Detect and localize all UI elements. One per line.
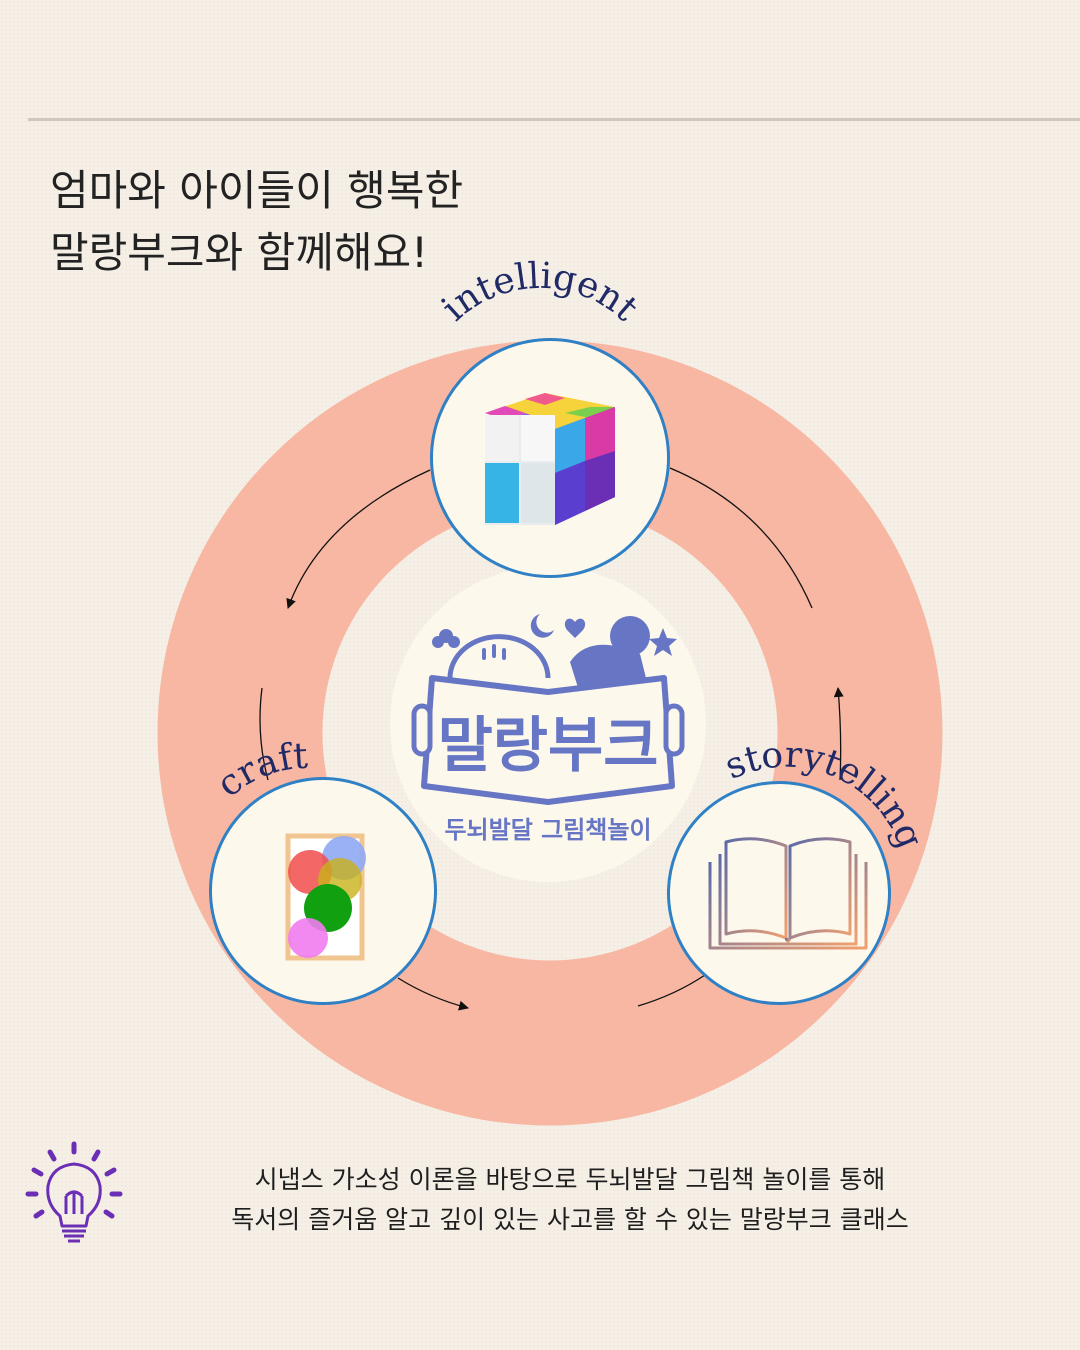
page-title: 엄마와 아이들이 행복한 말랑부크와 함께해요! (50, 160, 463, 284)
logo-subtitle: 두뇌발달 그림책놀이 (444, 816, 651, 844)
top-divider (28, 118, 1080, 121)
arrow-segment-top-right (669, 467, 813, 609)
rubik-cube-icon (485, 393, 615, 525)
arrow-right-upward (833, 687, 844, 781)
arrow-left-to-bottom (397, 977, 469, 1011)
craft-node (209, 777, 437, 1005)
label-intelligent: intelligent (434, 256, 646, 330)
color-circles-frame-icon (285, 833, 366, 961)
title-line-1: 엄마와 아이들이 행복한 (50, 166, 464, 215)
title-line-2: 말랑부크와 함께해요! (50, 228, 428, 277)
intelligent-node (430, 338, 670, 578)
lightbulb-icon (25, 1141, 123, 1243)
footer-description: 시냅스 가소성 이론을 바탕으로 두뇌발달 그림책 놀이를 통해 독서의 즐거움… (110, 1160, 1030, 1240)
arrow-segment-bottom-right (637, 974, 706, 1007)
arrow-segment-left (259, 687, 269, 781)
storytelling-node (667, 781, 891, 1005)
open-book-icon (708, 837, 868, 950)
footer-line-2: 독서의 즐거움 알고 깊이 있는 사고를 할 수 있는 말랑부크 클래스 (231, 1205, 909, 1234)
arrow-top-to-left (286, 469, 431, 609)
malangbook-logo: 말랑부크 두뇌발달 그림책놀이 (380, 566, 716, 882)
logo-title: 말랑부크 (438, 711, 659, 781)
footer-line-1: 시냅스 가소성 이론을 바탕으로 두뇌발달 그림책 놀이를 통해 (254, 1165, 886, 1194)
